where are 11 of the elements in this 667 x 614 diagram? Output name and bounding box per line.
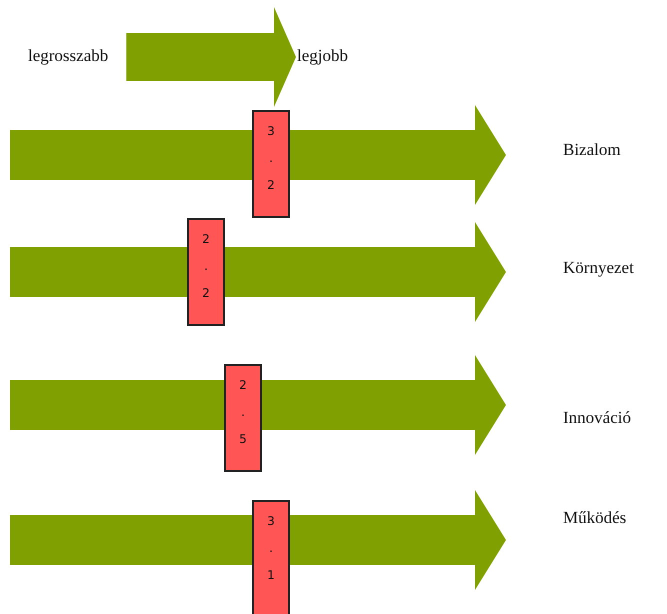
value-box: 2.2 (187, 218, 225, 326)
scale-label: legrosszabb (28, 46, 108, 66)
row-label: Innováció (563, 408, 631, 428)
value-box: 3.1 (252, 500, 290, 614)
row-label: Működés (563, 508, 626, 528)
arrow (126, 7, 296, 107)
value-box: 3.2 (252, 110, 290, 218)
value-box: 2.5 (224, 364, 262, 472)
scale-label: legjobb (297, 46, 348, 66)
row-label: Környezet (563, 258, 634, 278)
row-label: Bizalom (563, 140, 621, 160)
